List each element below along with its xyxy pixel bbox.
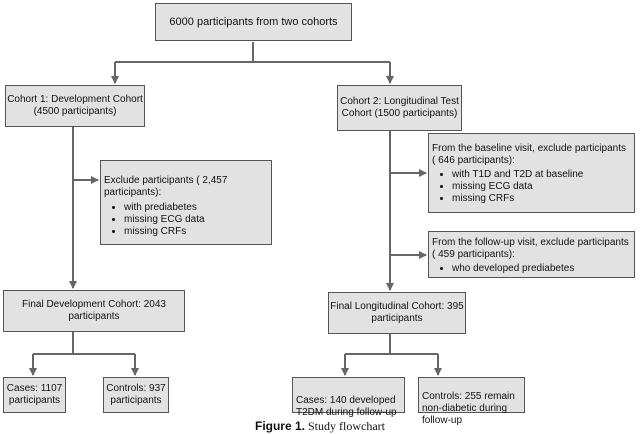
node-final-development: Final Development Cohort: 2043 participa… <box>3 290 185 332</box>
node-cohort2: Cohort 2: Longitudinal Test Cohort (1500… <box>337 85 462 131</box>
node-cases2: Cases: 140 developed T2DM during follow-… <box>292 377 405 418</box>
node-exclude2b-title: From the follow-up visit, exclude partic… <box>432 237 629 260</box>
list-item: missing CRFs <box>124 226 267 238</box>
node-final-development-text: Final Development Cohort: 2043 participa… <box>22 299 166 322</box>
node-total-participants-text: 6000 participants from two cohorts <box>169 16 338 28</box>
node-exclude1: Exclude participants ( 2,457 participant… <box>100 160 272 245</box>
node-exclude2b: From the follow-up visit, exclude partic… <box>428 231 635 278</box>
node-total-participants: 6000 participants from two cohorts <box>155 3 352 41</box>
figure-caption: Figure 1. Study flowchart <box>0 419 640 434</box>
node-cases1: Cases: 1107 participants <box>3 377 66 413</box>
figure-caption-text: Study flowchart <box>308 419 385 433</box>
node-exclude2a-title: From the baseline visit, exclude partici… <box>432 143 626 166</box>
node-cohort1-text: Cohort 1: Development Cohort (4500 parti… <box>7 94 143 117</box>
node-controls2: Controls: 255 remain non-diabetic during… <box>418 377 525 426</box>
node-exclude2a-list: with T1D and T2D at baseline missing ECG… <box>432 169 630 205</box>
figure-caption-label: Figure 1. <box>254 419 305 433</box>
list-item: with T1D and T2D at baseline <box>452 169 630 181</box>
list-item: missing ECG data <box>452 181 630 193</box>
node-final-longitudinal-text: Final Longitudinal Cohort: 395 participa… <box>330 301 464 324</box>
node-exclude1-list: with prediabetes missing ECG data missin… <box>104 202 267 238</box>
list-item: who developed prediabetes <box>452 263 630 275</box>
node-final-longitudinal: Final Longitudinal Cohort: 395 participa… <box>328 292 466 334</box>
node-cases2-text: Cases: 140 developed T2DM during follow-… <box>296 395 397 418</box>
list-item: missing ECG data <box>124 214 267 226</box>
node-exclude1-title: Exclude participants ( 2,457 participant… <box>104 175 228 198</box>
node-cohort2-text: Cohort 2: Longitudinal Test Cohort (1500… <box>340 96 459 119</box>
node-controls1: Controls: 937 participants <box>103 377 169 413</box>
node-exclude2b-list: who developed prediabetes <box>432 263 630 275</box>
node-cases1-text: Cases: 1107 participants <box>6 383 63 406</box>
node-cohort1: Cohort 1: Development Cohort (4500 parti… <box>5 85 145 127</box>
list-item: with prediabetes <box>124 202 267 214</box>
node-controls2-text: Controls: 255 remain non-diabetic during… <box>422 391 515 426</box>
list-item: missing CRFs <box>452 193 630 205</box>
node-exclude2a: From the baseline visit, exclude partici… <box>428 133 635 213</box>
node-controls1-text: Controls: 937 participants <box>106 383 166 406</box>
